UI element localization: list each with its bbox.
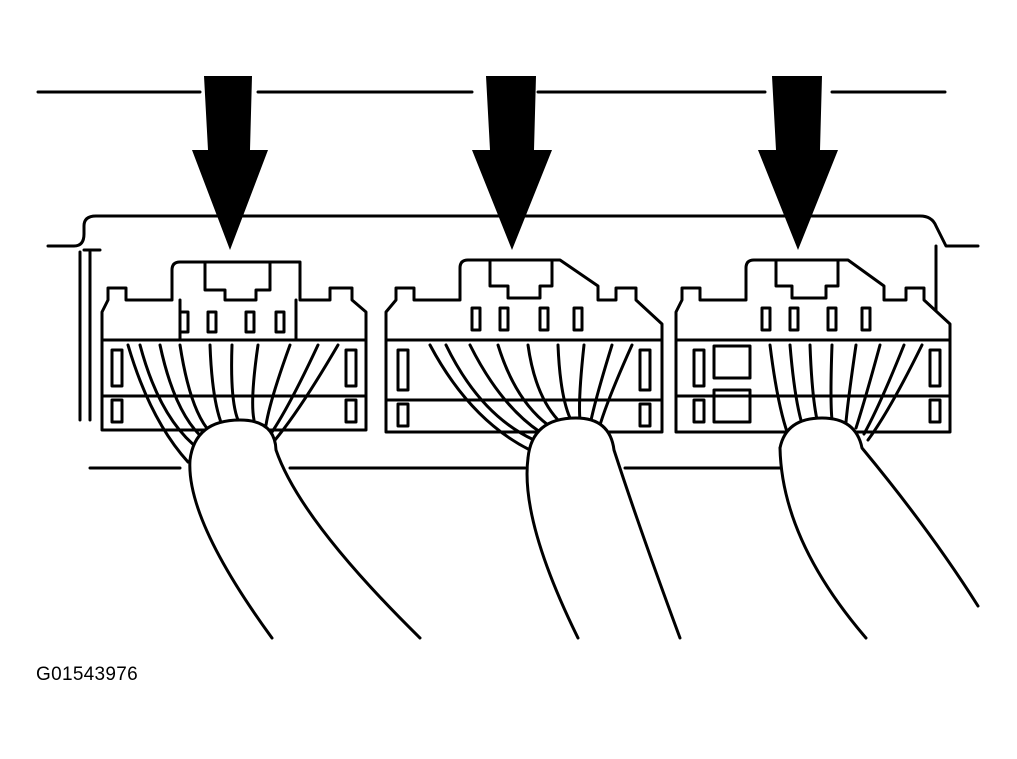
left-connector	[100, 260, 422, 640]
figure-code: G01543976	[36, 664, 139, 685]
connector-diagram	[36, 76, 980, 640]
arrow-right-icon	[758, 76, 838, 250]
arrow-middle-icon	[472, 76, 552, 250]
right-connector	[674, 258, 980, 640]
middle-connector	[384, 258, 682, 640]
arrow-left-icon	[192, 76, 268, 250]
